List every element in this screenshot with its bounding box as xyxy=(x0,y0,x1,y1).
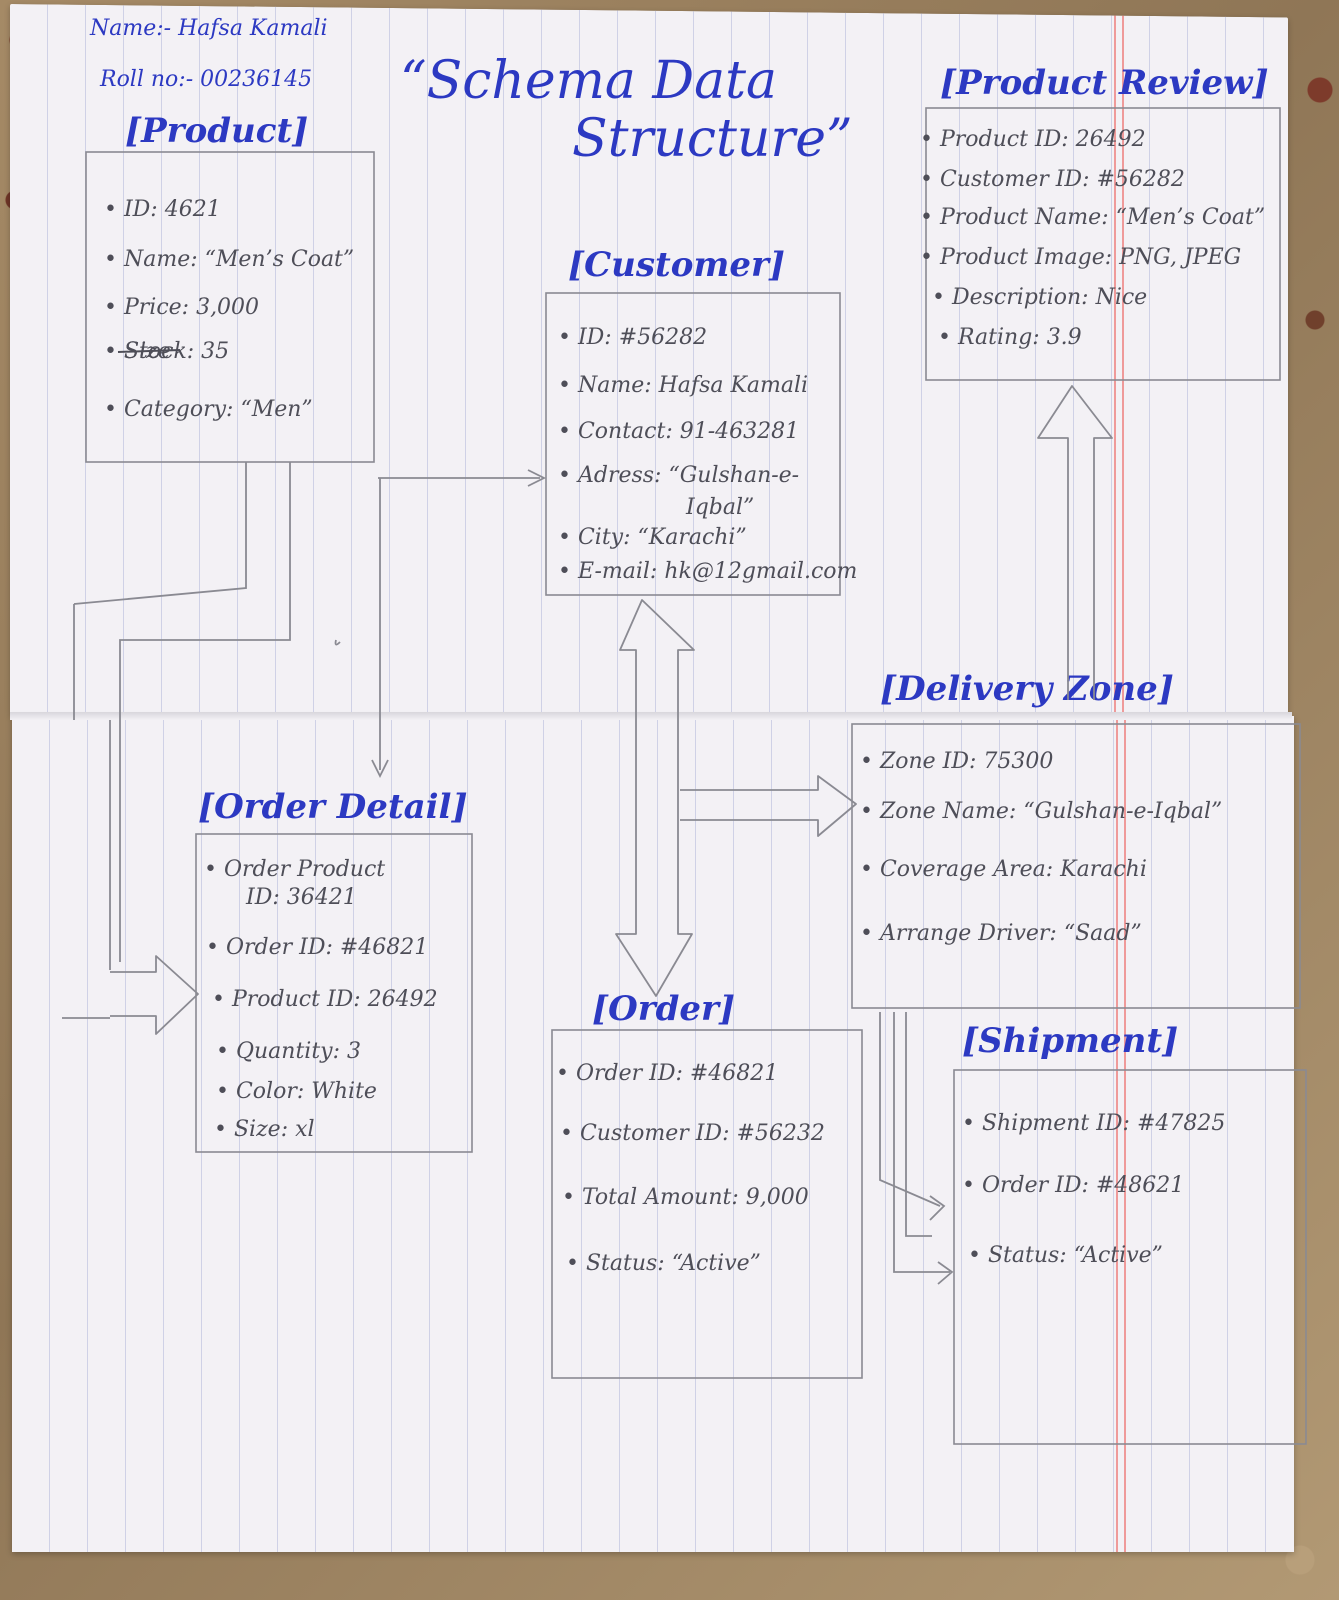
field: • Customer ID: #56282 xyxy=(920,167,1185,192)
connector-product-loop-inner xyxy=(119,462,291,962)
field: • Total Amount: 9,000 xyxy=(562,1185,809,1210)
field: • Order ID: #46821 xyxy=(206,935,428,960)
field: • Product Image: PNG, JPEG xyxy=(920,245,1241,270)
connector-zone-shipment-1 xyxy=(879,1012,941,1207)
field: • ID: #56282 xyxy=(558,325,707,350)
field: • ID: 4621 xyxy=(104,197,221,222)
field: • Order ID: #46821 xyxy=(556,1061,778,1086)
roll-number: Roll no:- 00236145 xyxy=(99,67,312,92)
field: • Quantity: 3 xyxy=(216,1039,361,1064)
field: Iqbal” xyxy=(685,495,754,520)
field: • Arrange Driver: “Saad” xyxy=(860,921,1142,946)
entity-delivery-zone: [Delivery Zone] • Zone ID: 75300 • Zone … xyxy=(851,669,1301,1009)
field: • Product Name: “Men’s Coat” xyxy=(920,205,1265,230)
arrowhead xyxy=(937,1261,954,1285)
entity-title: [Delivery Zone] xyxy=(880,669,1174,709)
entity-shipment: [Shipment] • Shipment ID: #47825 • Order… xyxy=(953,1021,1307,1445)
field: • Order Product xyxy=(204,857,385,882)
field: • Name: “Men’s Coat” xyxy=(104,247,354,272)
connectors xyxy=(62,385,1113,1285)
hollow-arrow-order-deliveryzone xyxy=(680,775,857,837)
struck-out-text: Size xyxy=(117,339,181,364)
entity-box xyxy=(545,292,841,596)
author-name: Name:- Hafsa Kamali xyxy=(89,16,328,41)
field: • Adress: “Gulshan-e- xyxy=(558,463,799,488)
field: • Coverage Area: Karachi xyxy=(860,857,1147,882)
entity-box xyxy=(953,1069,1307,1445)
notebook-page-bottom xyxy=(12,716,1294,1552)
entity-box xyxy=(551,1029,863,1379)
field: • Category: “Men” xyxy=(104,397,313,422)
entity-title: [Shipment] xyxy=(962,1021,1178,1061)
field: • Name: Hafsa Kamali xyxy=(558,373,808,398)
field: • Zone ID: 75300 xyxy=(860,749,1053,774)
entity-box xyxy=(851,723,1301,1009)
field: • Rating: 3.9 xyxy=(938,325,1082,350)
field: • Size: xl xyxy=(214,1117,315,1142)
field: • Customer ID: #56232 xyxy=(560,1121,825,1146)
entity-order-detail: [Order Detail] • Order Product ID: 36421… xyxy=(195,787,473,1153)
field: • Status: “Active” xyxy=(566,1251,761,1276)
field: • E-mail: hk@12gmail.com xyxy=(558,559,857,584)
field: • Price: 3,000 xyxy=(104,295,259,320)
connector-left-bottom xyxy=(62,720,111,1019)
arrowhead xyxy=(929,1195,946,1221)
entity-title: [Product] xyxy=(125,111,308,151)
hollow-arrow-to-orderdetail xyxy=(110,955,199,1035)
field: • City: “Karachi” xyxy=(558,525,747,550)
title-line-2: Structure” xyxy=(572,109,853,169)
diagram-title: “Schema Data Structure” xyxy=(400,51,853,169)
field: • Color: White xyxy=(216,1079,377,1104)
entity-title: [Product Review] xyxy=(940,63,1269,103)
field: • Order ID: #48621 xyxy=(962,1173,1184,1198)
entity-title: [Order Detail] xyxy=(198,787,468,827)
entity-title: [Order] xyxy=(592,989,735,1029)
hollow-arrow-deliveryzone-review xyxy=(1037,385,1113,700)
connector-product-loop xyxy=(73,462,247,605)
field: ID: 36421 xyxy=(245,885,357,910)
field: • Zone Name: “Gulshan-e-Iqbal” xyxy=(860,799,1222,824)
entity-customer: [Customer] • ID: #56282 • Name: Hafsa Ka… xyxy=(545,245,857,596)
author-header: Name:- Hafsa Kamali Roll no:- 00236145 xyxy=(89,16,328,92)
entity-product-review: [Product Review] • Product ID: 26492 • C… xyxy=(920,63,1281,381)
title-line-1: “Schema Data xyxy=(400,51,777,111)
field: • Description: Nice xyxy=(932,285,1147,310)
field: • Product ID: 26492 xyxy=(212,987,438,1012)
strike-line xyxy=(117,349,181,353)
double-arrow-customer-order xyxy=(615,599,695,997)
field: • Contact: 91-463281 xyxy=(558,419,799,444)
page-fold xyxy=(10,712,1292,720)
connector-zone-shipment-2 xyxy=(905,1012,932,1237)
field: • Status: “Active” xyxy=(968,1243,1163,1268)
field: • Product ID: 26492 xyxy=(920,127,1146,152)
entity-box xyxy=(925,107,1281,381)
entity-box xyxy=(85,151,375,463)
connector-curl xyxy=(334,639,341,646)
entity-order: [Order] • Order ID: #46821 • Customer ID… xyxy=(551,989,863,1379)
arrowhead xyxy=(371,759,389,779)
connector-zone-shipment-3 xyxy=(893,1012,950,1273)
field: • Shipment ID: #47825 xyxy=(962,1111,1225,1136)
arrowhead xyxy=(527,469,547,487)
entity-title: [Customer] xyxy=(568,245,785,285)
entity-product: [Product] • ID: 4621 • Name: “Men’s Coat… xyxy=(85,111,375,463)
